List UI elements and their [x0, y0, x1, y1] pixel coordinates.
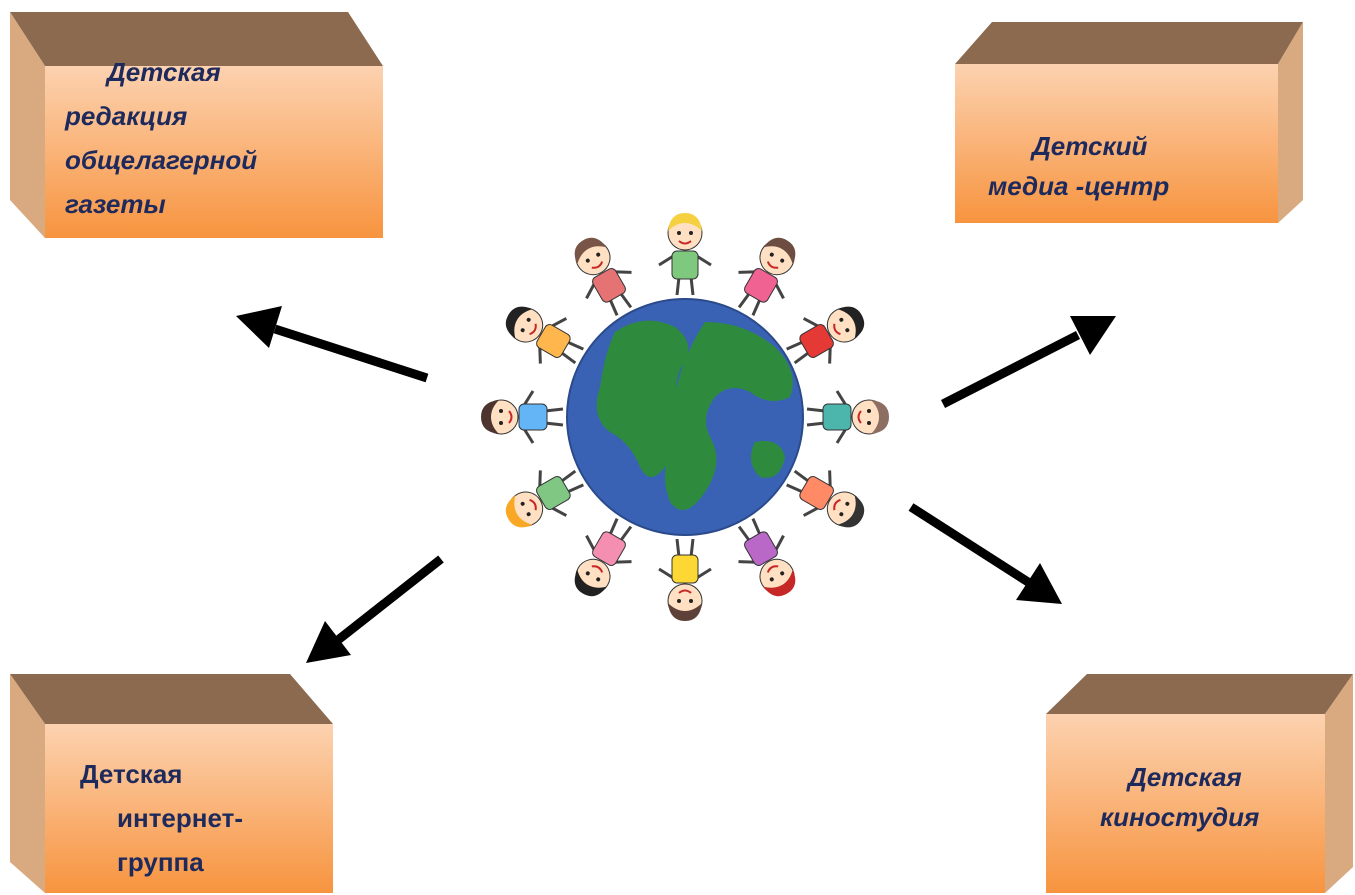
box-label: Детский медиа -центр — [988, 126, 1169, 206]
box-shape — [1046, 674, 1353, 893]
globe-icon — [566, 298, 804, 536]
label-line: газеты — [65, 189, 166, 219]
box-shape — [10, 12, 383, 238]
arrow-to-top-right — [940, 316, 1116, 409]
child-figure — [574, 237, 633, 316]
child-figure — [505, 469, 584, 528]
box-internet-group: Детская интернет- группа — [0, 672, 335, 895]
child-figure — [786, 469, 865, 528]
arrow-to-bottom-right — [908, 503, 1062, 604]
label-line: Детская — [1128, 762, 1242, 792]
child-figure — [737, 237, 796, 316]
child-figure — [786, 306, 865, 365]
box-label: Детская интернет- группа — [80, 752, 243, 884]
arrow-to-bottom-left — [306, 555, 444, 663]
label-line: медиа -центр — [988, 171, 1170, 201]
label-line: интернет- — [117, 803, 243, 833]
box-shape — [10, 674, 333, 893]
box-media-center: Детский медиа -центр — [950, 20, 1305, 225]
child-figure — [481, 390, 564, 444]
arrow-to-top-left — [236, 306, 429, 383]
child-figure — [737, 518, 796, 597]
child-figure — [806, 390, 889, 444]
child-figure — [658, 213, 712, 296]
label-line: Детский — [1032, 131, 1148, 161]
children-around-globe-icon — [481, 213, 889, 621]
label-line: группа — [117, 847, 204, 877]
box-shape — [955, 22, 1303, 223]
label-line: киностудия — [1100, 802, 1260, 832]
box-label: Детская редакция общелагерной газеты — [65, 50, 257, 226]
label-line: редакция — [65, 101, 188, 131]
child-figure — [574, 518, 633, 597]
box-label: Детская киностудия — [1100, 757, 1259, 837]
label-line: Детская — [80, 759, 183, 789]
box-film-studio: Детская киностудия — [1040, 672, 1355, 895]
label-line: общелагерной — [65, 145, 258, 175]
child-figure — [658, 538, 712, 621]
child-figure — [505, 306, 584, 365]
label-line: Детская — [107, 57, 221, 87]
box-children-newspaper: Детская редакция общелагерной газеты — [0, 0, 385, 240]
